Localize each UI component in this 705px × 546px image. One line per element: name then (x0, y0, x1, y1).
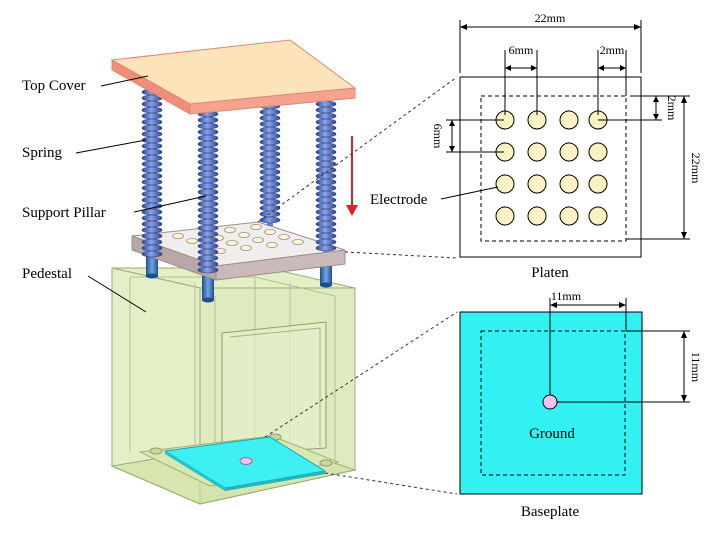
caption-baseplate: Baseplate (521, 504, 580, 520)
assembly-labels: Top Cover Spring Support Pillar Pedestal (22, 75, 207, 313)
callout-lines (257, 76, 458, 495)
platen-hole (186, 237, 198, 244)
dim-pitch-y: 6mm (431, 124, 445, 149)
electrode-dot (588, 142, 608, 162)
electrode-grid (495, 110, 608, 226)
platen-hole (266, 241, 278, 248)
label-support-pillar: Support Pillar (22, 205, 106, 221)
electrode-dot (588, 174, 608, 194)
dim-platen-height: 22mm (689, 153, 703, 184)
platen-hole (278, 233, 290, 240)
dim-ground-y: 11mm (689, 352, 703, 383)
electrode-dot (527, 174, 547, 194)
label-pedestal: Pedestal (22, 266, 72, 282)
dim-platen-width: 22mm (535, 11, 566, 25)
ground-electrode-icon (542, 394, 558, 410)
assembly-3d: Top Cover Spring Support Pillar Pedestal (22, 39, 458, 505)
platen-drawing: 22mm 6mm 2mm 6mm 2mm 22mm (370, 11, 703, 281)
label-top-cover: Top Cover (22, 78, 86, 94)
dim-edge-y: 2mm (665, 96, 679, 121)
spring (259, 102, 281, 226)
caption-platen: Platen (531, 265, 569, 281)
baseplate-drawing: 11mm 11mm Ground Baseplate (459, 289, 703, 520)
electrode-dot (559, 110, 579, 130)
platen-hole (172, 232, 184, 239)
electrode-dot (495, 174, 515, 194)
spring (197, 110, 219, 274)
electrode-dot (559, 142, 579, 162)
platen-hole (250, 223, 262, 230)
platen-hole (240, 244, 252, 251)
baseplate-3d (163, 436, 327, 491)
spring (141, 88, 163, 258)
top-cover (110, 39, 357, 115)
dim-ground-x: 11mm (551, 289, 582, 303)
label-spring: Spring (22, 145, 63, 161)
spring (315, 94, 337, 252)
spring-group (141, 88, 337, 274)
electrode-dot (527, 206, 547, 226)
platen-hole (292, 238, 304, 245)
dim-pitch-x: 6mm (509, 43, 534, 57)
electrode-dot (559, 206, 579, 226)
dim-edge-x: 2mm (600, 43, 625, 57)
press-arrow-icon (346, 136, 358, 216)
electrode-dot (588, 206, 608, 226)
electrode-dot (495, 206, 515, 226)
platen-hole (226, 239, 238, 246)
platen-hole (264, 228, 276, 235)
electrode-dot (559, 174, 579, 194)
electrode-dot (527, 142, 547, 162)
platen-hole (252, 236, 264, 243)
label-ground: Ground (529, 426, 575, 442)
label-electrode: Electrode (370, 192, 428, 208)
platen-hole (238, 231, 250, 238)
platen-hole (224, 226, 236, 233)
